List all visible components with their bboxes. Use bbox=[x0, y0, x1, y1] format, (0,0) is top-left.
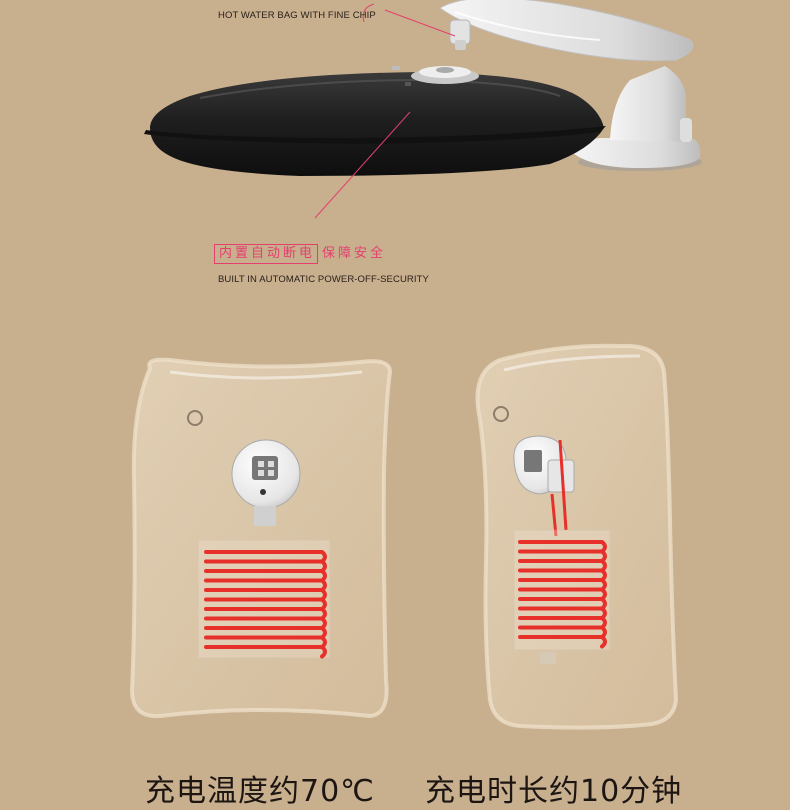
charge-temperature-caption: 充电温度约70℃ bbox=[145, 774, 375, 809]
callout-lines bbox=[314, 3, 456, 219]
security-chinese-label: 内置自动断电 保障安全 bbox=[214, 244, 386, 264]
heating-coil-side bbox=[518, 540, 607, 649]
clear-bag-side bbox=[475, 343, 679, 730]
clear-bag-front bbox=[129, 357, 393, 719]
top-english-label: HOT WATER BAG WITH FINE CHIP bbox=[218, 10, 376, 21]
black-hot-water-bag bbox=[144, 66, 606, 176]
charging-stand bbox=[439, 0, 702, 171]
security-chinese-label-plain: 保障安全 bbox=[322, 246, 387, 261]
charge-duration-caption: 充电时长约10分钟 bbox=[425, 774, 683, 809]
heating-coil-front bbox=[204, 550, 327, 659]
security-english-label: BUILT IN AUTOMATIC POWER-OFF-SECURITY bbox=[218, 274, 429, 285]
heating-coil-segment bbox=[204, 645, 327, 659]
heating-coil-segment bbox=[518, 635, 607, 649]
security-chinese-label-boxed: 内置自动断电 bbox=[214, 244, 319, 264]
